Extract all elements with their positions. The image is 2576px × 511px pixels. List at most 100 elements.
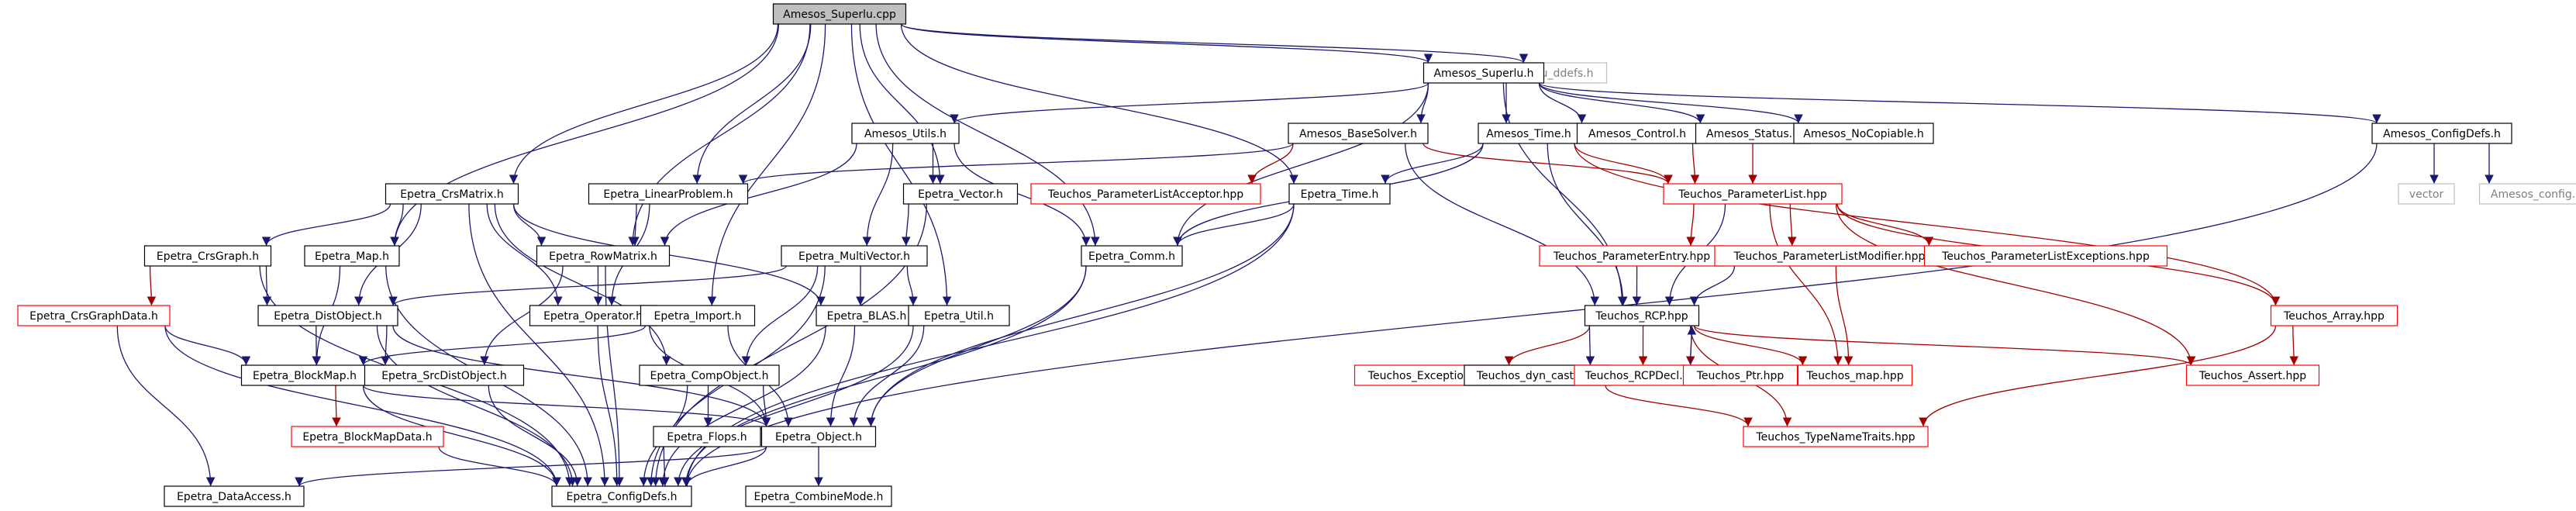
node-teuchos-parameterentry-hpp[interactable]: Teuchos_ParameterEntry.hpp	[1539, 245, 1725, 267]
node-teuchos-rcp-hpp[interactable]: Teuchos_RCP.hpp	[1584, 305, 1700, 326]
edge-amesos-superlu-cpp-to-epetra-vector-h	[859, 23, 945, 185]
edge-teuchos-parameterlist-hpp-to-teuchos-assert-hpp	[1835, 203, 2196, 366]
edge-amesos-time-h-to-teuchos-rcp-hpp	[1547, 143, 1628, 306]
edge-amesos-superlu-h-to-amesos-status-h	[1538, 82, 1705, 124]
edge-epetra-time-h-to-epetra-object-h	[866, 203, 1295, 427]
node-label: Amesos_Status.h	[1706, 128, 1799, 140]
node-amesos-superlu-h[interactable]: Amesos_Superlu.h	[1422, 62, 1545, 84]
node-epetra-vector-h[interactable]: Epetra_Vector.h	[902, 183, 1019, 205]
node-label: Epetra_BlockMapData.h	[302, 431, 432, 444]
node-epetra-object-h[interactable]: Epetra_Object.h	[760, 426, 877, 447]
node-box	[2398, 183, 2455, 205]
node-teuchos-ptr-hpp[interactable]: Teuchos_Ptr.hpp	[1682, 364, 1798, 386]
node-label: Epetra_Flops.h	[667, 431, 747, 444]
node-epetra-map-h[interactable]: Epetra_Map.h	[304, 245, 400, 267]
edge-epetra-crsgraph-h-to-epetra-crsgraphdata-h	[147, 265, 157, 306]
node-label: Amesos_config.h	[2491, 188, 2576, 201]
node-amesos-nocopiable-h[interactable]: Amesos_NoCopiable.h	[1793, 123, 1934, 144]
node-epetra-compobject-h[interactable]: Epetra_CompObject.h	[639, 364, 780, 386]
node-epetra-combinemode-h[interactable]: Epetra_CombineMode.h	[745, 485, 892, 507]
node-epetra-blockmap-h[interactable]: Epetra_BlockMap.h	[240, 364, 369, 386]
node-label: Teuchos_ParameterListAcceptor.hpp	[1047, 188, 1243, 201]
node-box	[143, 245, 272, 267]
node-amesos-config-h[interactable]: Amesos_config.h	[2478, 183, 2576, 205]
node-label: Epetra_CrsMatrix.h	[400, 188, 503, 201]
node-epetra-time-h[interactable]: Epetra_Time.h	[1288, 183, 1391, 205]
edge-epetra-util-h-to-epetra-object-h	[849, 325, 925, 427]
edge-epetra-crsgraphdata-h-to-epetra-dataaccess-h	[116, 325, 216, 487]
edge-amesos-superlu-cpp-to-epetra-map-h	[390, 23, 780, 247]
node-label: Epetra_LinearProblem.h	[603, 188, 733, 201]
node-teuchos-map-hpp[interactable]: Teuchos_map.hpp	[1797, 364, 1913, 386]
edge-amesos-time-h-to-teuchos-parameterlist-hpp	[1574, 143, 1673, 185]
node-box	[588, 183, 749, 205]
edge-epetra-crsmatrix-h-to-epetra-rowmatrix-h	[512, 203, 547, 247]
edge-amesos-superlu-h-to-teuchos-rcp-hpp	[1502, 82, 1627, 306]
node-box	[536, 245, 671, 267]
node-epetra-linearproblem-h[interactable]: Epetra_LinearProblem.h	[588, 183, 749, 205]
node-label: Epetra_Time.h	[1301, 188, 1379, 201]
node-box	[1584, 305, 1700, 326]
node-amesos-basesolver-h[interactable]: Amesos_BaseSolver.h	[1288, 123, 1429, 144]
node-label: vector	[2409, 188, 2444, 201]
edge-epetra-crsmatrix-h-to-epetra-operator-h	[486, 203, 563, 306]
node-epetra-crsmatrix-h[interactable]: Epetra_CrsMatrix.h	[385, 183, 519, 205]
node-amesos-time-h[interactable]: Amesos_Time.h	[1478, 123, 1580, 144]
node-teuchos-parameterlistacceptor-hpp[interactable]: Teuchos_ParameterListAcceptor.hpp	[1030, 183, 1261, 205]
node-box	[1797, 364, 1913, 386]
node-box	[1030, 183, 1261, 205]
edge-epetra-blockmap-h-to-epetra-object-h	[362, 385, 771, 427]
node-teuchos-array-hpp[interactable]: Teuchos_Array.hpp	[2270, 305, 2398, 326]
edge-amesos-superlu-h-to-amesos-configdefs-h	[1538, 82, 2381, 124]
node-label: Amesos_Superlu.h	[1433, 67, 1533, 80]
edge-amesos-superlu-cpp-to-slu-ddefs-h	[900, 23, 1528, 64]
edge-amesos-superlu-cpp-to-epetra-comm-h	[875, 23, 1100, 247]
edge-epetra-multivector-h-to-epetra-util-h	[906, 265, 918, 306]
node-box	[17, 305, 171, 326]
edge-epetra-rowmatrix-h-to-epetra-srcdistobject-h	[480, 265, 564, 366]
node-label: Epetra_Import.h	[654, 310, 742, 323]
edge-amesos-basesolver-h-to-epetra-linearproblem-h	[738, 143, 1294, 185]
node-label: Epetra_Object.h	[775, 431, 862, 444]
node-label: Teuchos_TypeNameTraits.hpp	[1755, 431, 1915, 444]
node-label: Epetra_Vector.h	[918, 188, 1003, 201]
node-label: slu_ddefs.h	[1533, 67, 1594, 80]
node-epetra-import-h[interactable]: Epetra_Import.h	[640, 305, 756, 326]
node-epetra-distobject-h[interactable]: Epetra_DistObject.h	[257, 305, 398, 326]
node-teuchos-parameterlist-hpp[interactable]: Teuchos_ParameterList.hpp	[1663, 183, 1843, 205]
node-amesos-utils-h[interactable]: Amesos_Utils.h	[851, 123, 960, 144]
node-epetra-srcdistobject-h[interactable]: Epetra_SrcDistObject.h	[364, 364, 525, 386]
edge-teuchos-ptr-hpp-to-teuchos-rcp-hpp	[1687, 325, 1697, 366]
node-label: Amesos_Control.h	[1588, 128, 1686, 140]
node-teuchos-typenametraits-hpp[interactable]: Teuchos_TypeNameTraits.hpp	[1743, 426, 1929, 447]
node-epetra-comm-h[interactable]: Epetra_Comm.h	[1081, 245, 1183, 267]
node-epetra-configdefs-h[interactable]: Epetra_ConfigDefs.h	[551, 485, 692, 507]
node-epetra-multivector-h[interactable]: Epetra_MultiVector.h	[781, 245, 928, 267]
node-epetra-crsgraph-h[interactable]: Epetra_CrsGraph.h	[143, 245, 272, 267]
node-label: Epetra_CombineMode.h	[754, 491, 884, 503]
node-label: Epetra_BlockMap.h	[253, 370, 357, 382]
node-amesos-control-h[interactable]: Amesos_Control.h	[1576, 123, 1698, 144]
node-epetra-blockmapdata-h[interactable]: Epetra_BlockMapData.h	[291, 426, 444, 447]
node-vector[interactable]: vector	[2398, 183, 2455, 205]
node-teuchos-assert-hpp[interactable]: Teuchos_Assert.hpp	[2185, 364, 2320, 386]
node-epetra-rowmatrix-h[interactable]: Epetra_RowMatrix.h	[536, 245, 671, 267]
node-label: Amesos_Time.h	[1486, 128, 1571, 140]
node-amesos-status-h[interactable]: Amesos_Status.h	[1695, 123, 1811, 144]
node-epetra-util-h[interactable]: Epetra_Util.h	[908, 305, 1010, 326]
node-epetra-crsgraphdata-h[interactable]: Epetra_CrsGraphData.h	[17, 305, 171, 326]
edge-amesos-utils-h-to-epetra-multivector-h	[862, 143, 894, 247]
node-epetra-dataaccess-h[interactable]: Epetra_DataAccess.h	[164, 485, 305, 507]
node-amesos-configdefs-h[interactable]: Amesos_ConfigDefs.h	[2371, 123, 2512, 144]
node-epetra-flops-h[interactable]: Epetra_Flops.h	[653, 426, 761, 447]
node-teuchos-parameterlistmodifier-hpp[interactable]: Teuchos_ParameterListModifier.hpp	[1714, 245, 1945, 267]
edge-epetra-distobject-h-to-epetra-srcdistobject-h	[381, 325, 390, 366]
node-label: Teuchos_ParameterListExceptions.hpp	[1941, 250, 2150, 263]
node-amesos-superlu-cpp[interactable]: Amesos_Superlu.cpp	[772, 3, 907, 25]
node-epetra-operator-h[interactable]: Epetra_Operator.h	[529, 305, 657, 326]
node-box	[1682, 364, 1798, 386]
node-label: Epetra_CompObject.h	[650, 370, 769, 382]
node-box	[772, 3, 907, 25]
node-teuchos-parameterlistexceptions-hpp[interactable]: Teuchos_ParameterListExceptions.hpp	[1923, 245, 2168, 267]
node-epetra-blas-h[interactable]: Epetra_BLAS.h	[816, 305, 918, 326]
